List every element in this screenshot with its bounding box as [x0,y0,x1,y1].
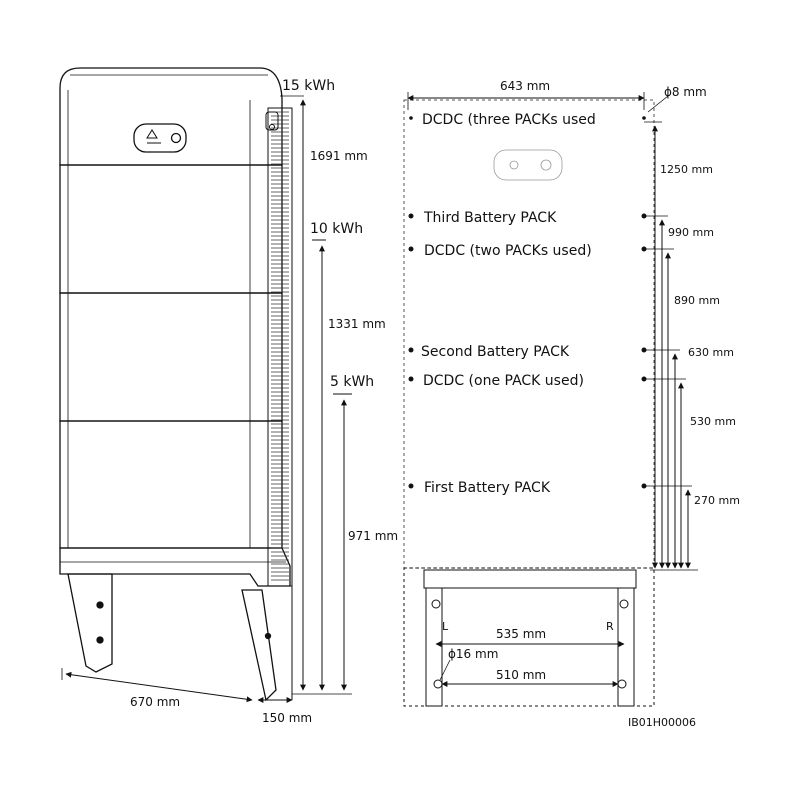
logo-panel [133,123,187,153]
label-phi8mm: ϕ8 mm [664,85,707,99]
template-logo [493,149,563,181]
label-dcdc-two: DCDC (two PACKs used) [424,243,592,259]
label-1691mm: 1691 mm [310,149,368,163]
left-dimensions [61,95,352,703]
battery-pack-first [59,420,283,549]
label-bracket-l: L [442,620,449,633]
battery-pack-third [59,164,283,294]
label-971mm: 971 mm [348,529,398,543]
brand-logo-icon [146,129,161,144]
mounting-holes [408,116,647,489]
connector-icon [265,111,279,131]
dcdc-module [59,67,283,166]
label-5kwh: 5 kWh [330,374,374,390]
base-bracket-frame [403,567,655,707]
label-630mm: 630 mm [688,346,734,359]
figure-reference: IB01H00006 [628,716,696,729]
label-15kwh: 15 kWh [282,78,335,94]
label-dcdc-three: DCDC (three PACKs used [422,112,596,128]
label-bracket-r: R [606,620,614,633]
right-foot [617,587,635,707]
mounting-template [403,99,655,707]
right-dimensions [407,92,698,687]
label-1250mm: 1250 mm [660,163,713,176]
front-bracket [67,573,113,673]
power-button-icon [170,132,182,144]
base-plinth [59,547,291,587]
label-535mm: 535 mm [496,627,546,641]
battery-pack-second [59,292,283,422]
label-890mm: 890 mm [674,294,720,307]
label-10kwh: 10 kWh [310,221,363,237]
label-270mm: 270 mm [694,494,740,507]
left-foot [425,587,443,707]
label-510mm: 510 mm [496,668,546,682]
label-phi16mm: ϕ16 mm [448,647,498,661]
rear-bracket [241,589,277,702]
label-1331mm: 1331 mm [328,317,386,331]
label-first-pack: First Battery PACK [424,480,551,496]
label-643mm: 643 mm [500,79,550,93]
foot-holes [431,599,629,689]
label-530mm: 530 mm [690,415,736,428]
label-second-pack: Second Battery PACK [421,344,570,360]
label-150mm: 150 mm [262,711,312,725]
vent-slats [271,111,289,581]
label-670mm: 670 mm [130,695,180,709]
template-outline [403,99,655,569]
battery-tower [59,67,293,702]
label-990mm: 990 mm [668,226,714,239]
label-third-pack: Third Battery PACK [423,210,557,226]
label-dcdc-one: DCDC (one PACK used) [423,373,584,389]
